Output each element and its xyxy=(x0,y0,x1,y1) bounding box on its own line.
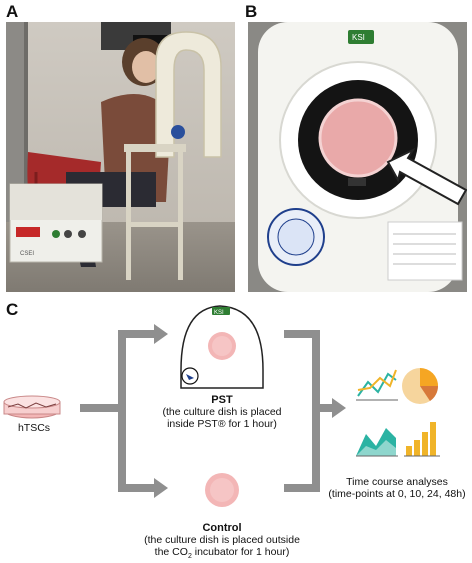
analysis-line-1: Time course analyses xyxy=(346,476,448,488)
device-logo-text: KSI xyxy=(352,33,365,42)
pst-title: PST xyxy=(211,394,233,406)
control-caption: Control (the culture dish is placed outs… xyxy=(112,522,332,563)
photo-pst-session: CSEI xyxy=(6,22,235,292)
diagram-c: KSI hTSCs xyxy=(0,300,472,561)
pst-caption: PST (the culture dish is placed inside P… xyxy=(130,394,314,430)
analysis-pie-chart xyxy=(402,368,439,404)
control-line-2-sub: 2 xyxy=(187,553,192,561)
analysis-area-chart xyxy=(356,428,398,457)
analysis-line-2: (time-points at 0, 10, 24, 48h) xyxy=(328,488,466,500)
hTSCs-label: hTSCs xyxy=(17,422,51,434)
photo-pst-dish: KSI xyxy=(248,22,467,292)
panel-label-a: A xyxy=(6,2,19,21)
control-title: Control xyxy=(202,522,242,534)
diagram-flow: KSI xyxy=(3,305,440,507)
control-line-1: (the culture dish is placed outside xyxy=(144,534,300,546)
panel-label-c: C xyxy=(6,300,19,319)
panel-label-b: B xyxy=(245,2,258,21)
control-box-label: CSEI xyxy=(20,251,34,257)
analysis-line-chart xyxy=(354,362,398,404)
analysis-caption: Time course analyses (time-points at 0, … xyxy=(322,476,472,500)
analysis-bar-chart xyxy=(404,422,440,457)
pst-device-logo: KSI xyxy=(214,310,224,316)
control-line-2-pre: the CO xyxy=(154,546,188,558)
control-line-2-post: incubator for 1 hour) xyxy=(191,546,290,558)
pst-line-2: inside PST® for 1 hour) xyxy=(167,418,277,430)
photo-pst-dish-illustration: KSI xyxy=(248,22,467,292)
control-line-2: the CO2 incubator for 1 hour) xyxy=(112,546,332,563)
pst-line-1: (the culture dish is placed xyxy=(162,406,282,418)
photo-pst-session-illustration: CSEI xyxy=(6,22,235,292)
